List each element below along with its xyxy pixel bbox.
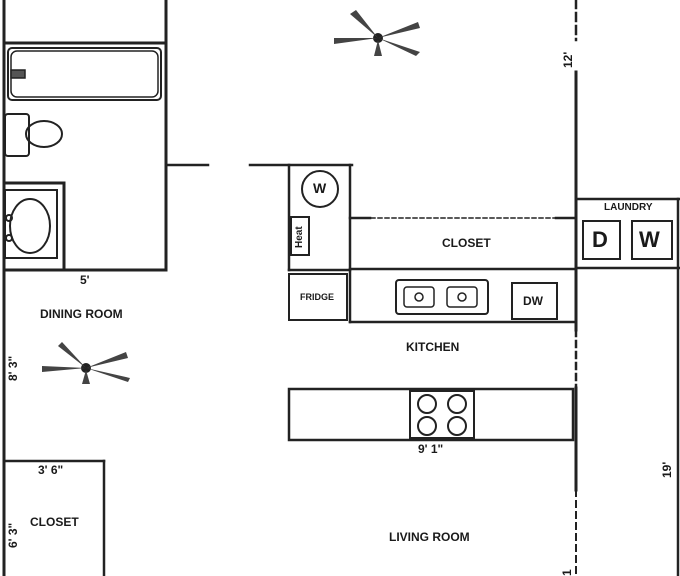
closet-label: CLOSET [442, 236, 491, 250]
kitchen-counter [348, 279, 578, 324]
closet-width-dimension: 3' 6" [38, 463, 64, 477]
bath-width-dimension: 5' [80, 273, 90, 287]
dining-height-dimension: 8' 3" [6, 355, 20, 381]
dishwasher-label: DW [523, 294, 543, 308]
living-room-label: LIVING ROOM [389, 530, 470, 544]
toilet-icon [4, 113, 63, 157]
fridge-icon [288, 273, 348, 321]
small-closet [2, 459, 106, 576]
water-heater-label: W [313, 180, 327, 196]
kitchen-label: KITCHEN [406, 340, 460, 354]
counter-dimension: 9' 1" [418, 442, 444, 456]
right-lower-dimension: 19' [660, 461, 674, 478]
kitchen-island [287, 387, 575, 442]
bathroom [2, 0, 168, 576]
laundry-room [574, 197, 680, 576]
ceiling-fan-icon [42, 342, 130, 384]
dining-room-label: DINING ROOM [40, 307, 123, 321]
small-closet-label: CLOSET [30, 515, 79, 529]
fridge-label: FRIDGE [300, 292, 335, 302]
bathtub-icon [7, 47, 162, 101]
closet-height-dimension: 6' 3" [6, 522, 20, 548]
washer-label: W [639, 227, 660, 252]
dryer-label: D [592, 227, 608, 252]
heat-label: Heat [294, 226, 305, 248]
right-upper-dimension: 12' [561, 51, 575, 68]
laundry-label: LAUNDRY [604, 202, 653, 213]
kitchen-closet [348, 216, 578, 271]
utility-closet [287, 163, 352, 324]
ceiling-fan-icon [334, 10, 420, 56]
bottom-right-dimension: 1 [560, 569, 574, 576]
sink-icon [4, 189, 58, 259]
